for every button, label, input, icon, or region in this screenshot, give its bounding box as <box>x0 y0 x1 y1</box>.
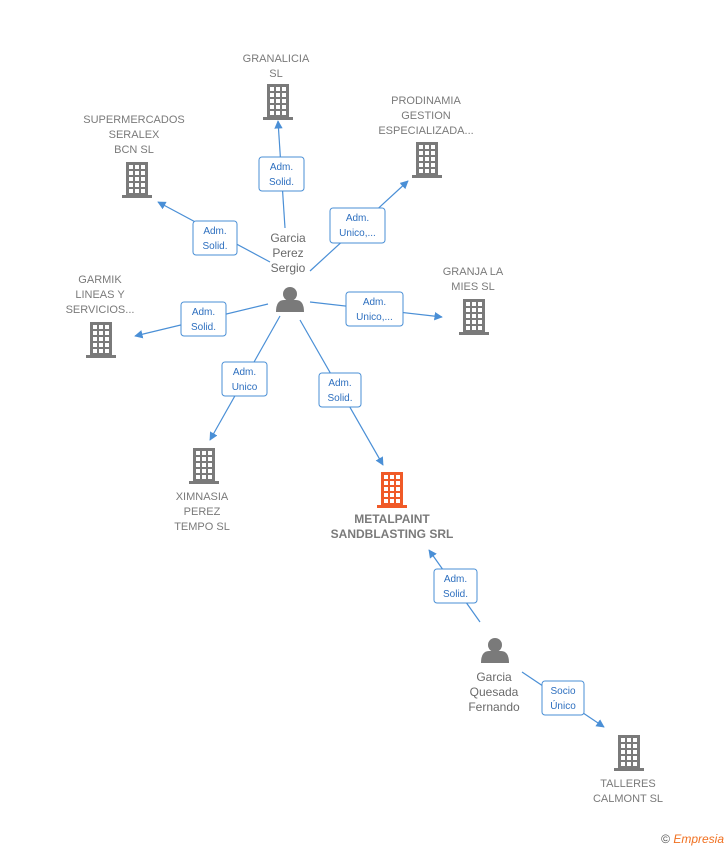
node-label: SERVICIOS... <box>66 304 135 316</box>
person-icon <box>276 287 304 312</box>
edge-sergio-to-prodinamia: Adm. Unico,... <box>309 180 409 272</box>
edge-sergio-to-granalicia: Adm. Solid. <box>258 120 305 229</box>
edge-label-box[interactable] <box>258 156 305 192</box>
node-label: SANDBLASTING SRL <box>331 527 454 541</box>
node-label: PRODINAMIA <box>391 95 461 107</box>
node-label: Quesada <box>470 685 519 699</box>
copyright-icon: © <box>661 832 670 846</box>
building-icon <box>122 162 152 198</box>
edge-label-box[interactable] <box>541 680 585 716</box>
edge-label-text: Adm. <box>192 307 215 318</box>
edge-label-text: Socio <box>550 686 575 697</box>
building-icon <box>412 142 442 178</box>
building-icon <box>614 735 644 771</box>
empresia-logo: © Empresia <box>661 832 724 846</box>
edge-sergio-to-ximnasia: Adm. Unico <box>209 315 281 441</box>
node-label: SL <box>269 68 282 80</box>
node-label: BCN SL <box>114 144 154 156</box>
edge-label-text: Solid. <box>191 322 216 333</box>
edge-label-text: Adm. <box>363 297 386 308</box>
node-label: GRANALICIA <box>243 53 310 65</box>
node-label: TALLERES <box>600 778 655 790</box>
node-label: GESTION <box>401 110 451 122</box>
edge-label-box[interactable] <box>180 301 227 337</box>
edge-label-text: Solid. <box>327 393 352 404</box>
node-prodinamia[interactable]: PRODINAMIA GESTION ESPECIALIZADA... <box>378 95 474 178</box>
node-supermercados[interactable]: SUPERMERCADOS SERALEX BCN SL <box>83 114 185 198</box>
node-label: GRANJA LA <box>443 266 504 278</box>
edge-label-box[interactable] <box>221 361 268 397</box>
edge-label-text: Adm. <box>346 213 369 224</box>
edge-label-text: Unico,... <box>356 312 393 323</box>
node-label: TEMPO SL <box>174 521 230 533</box>
edge-sergio-to-metalpaint: Adm. Solid. <box>299 319 384 466</box>
building-icon <box>459 299 489 335</box>
node-label: Fernando <box>468 700 520 714</box>
building-icon <box>263 84 293 120</box>
building-icon <box>189 448 219 484</box>
building-icon <box>86 322 116 358</box>
node-label: SUPERMERCADOS <box>83 114 184 126</box>
node-label: XIMNASIA <box>176 491 229 503</box>
node-label: Garcia <box>270 231 306 245</box>
edge-label-text: Adm. <box>203 226 226 237</box>
edge-label-box[interactable] <box>345 291 404 327</box>
edge-label-text: Adm. <box>270 162 293 173</box>
node-label: PEREZ <box>184 506 221 518</box>
edge-label-box[interactable] <box>318 372 362 408</box>
edge-label-text: Solid. <box>269 177 294 188</box>
edge-label-text: Adm. <box>328 378 351 389</box>
edge-label-text: Solid. <box>202 241 227 252</box>
edge-label-text: Adm. <box>444 574 467 585</box>
node-label: ESPECIALIZADA... <box>378 125 473 137</box>
edge-sergio-to-garmik: Adm. Solid. <box>134 301 269 339</box>
edge-fernando-to-metalpaint: Adm. Solid. <box>428 549 481 623</box>
node-label: LINEAS Y <box>75 289 125 301</box>
edge-label-box[interactable] <box>192 220 238 256</box>
node-label: METALPAINT <box>354 512 430 526</box>
brand-name: Empresia <box>673 832 724 846</box>
node-label: Garcia <box>476 670 512 684</box>
node-label: Perez <box>272 246 303 260</box>
node-talleres[interactable]: TALLERES CALMONT SL <box>593 735 663 805</box>
node-ximnasia[interactable]: XIMNASIA PEREZ TEMPO SL <box>174 448 230 533</box>
edge-label-text: Adm. <box>233 367 256 378</box>
edge-label-box[interactable] <box>329 207 386 244</box>
edge-label-text: Único <box>550 699 576 712</box>
node-label: MIES SL <box>451 281 494 293</box>
edge-label-text: Unico <box>232 382 258 393</box>
edge-label-box[interactable] <box>433 568 478 604</box>
edge-label-text: Unico,... <box>339 228 376 239</box>
node-granja[interactable]: GRANJA LA MIES SL <box>443 266 504 335</box>
node-label: CALMONT SL <box>593 793 663 805</box>
node-granalicia[interactable]: GRANALICIA SL <box>243 53 310 120</box>
node-label: Sergio <box>271 261 306 275</box>
node-garmik[interactable]: GARMIK LINEAS Y SERVICIOS... <box>66 274 135 358</box>
edge-label-text: Solid. <box>443 589 468 600</box>
person-icon <box>481 638 509 663</box>
building-icon <box>377 472 407 508</box>
edge-sergio-to-supermercados: Adm. Solid. <box>157 201 271 263</box>
node-label: SERALEX <box>109 129 160 141</box>
edge-sergio-to-granja: Adm. Unico,... <box>309 291 443 327</box>
node-label: GARMIK <box>78 274 122 286</box>
